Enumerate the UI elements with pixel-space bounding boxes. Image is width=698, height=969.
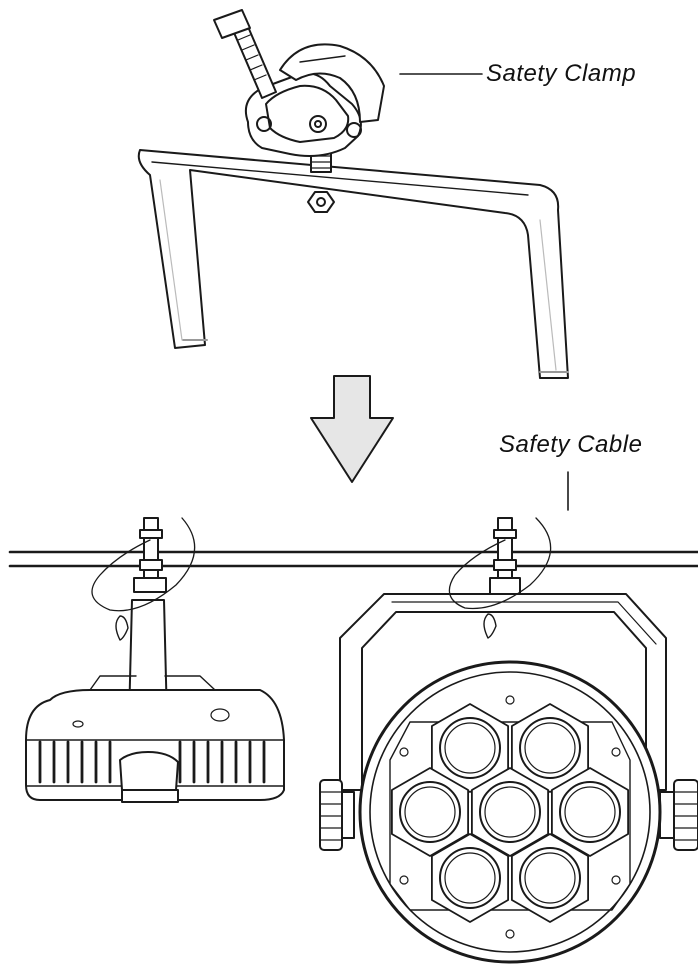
lens-outer-ring (519, 717, 581, 779)
lens-outer-ring (439, 847, 501, 909)
lens-group (390, 703, 629, 923)
lens-inner-ring (564, 786, 616, 838)
safety-cable-label: Safety Cable (499, 431, 643, 458)
lens-outer-ring (519, 847, 581, 909)
side-view-fixture (25, 517, 285, 803)
front-view-fixture (319, 517, 698, 964)
lens-outer-ring (479, 781, 541, 843)
yoke-bracket (137, 149, 569, 379)
down-arrow-icon (310, 375, 394, 483)
truss-pipe (8, 550, 698, 568)
safety-clamp-icon (213, 9, 385, 157)
lens-outer-ring (399, 781, 461, 843)
lens-outer-ring (439, 717, 501, 779)
lens-inner-ring (524, 722, 576, 774)
lens-inner-ring (524, 852, 576, 904)
lens-outer-ring (559, 781, 621, 843)
lens-inner-ring (404, 786, 456, 838)
safety-clamp-label: Satety Clamp (486, 60, 637, 87)
lens-inner-ring (444, 722, 496, 774)
lens-inner-ring (444, 852, 496, 904)
lens-inner-ring (484, 786, 536, 838)
